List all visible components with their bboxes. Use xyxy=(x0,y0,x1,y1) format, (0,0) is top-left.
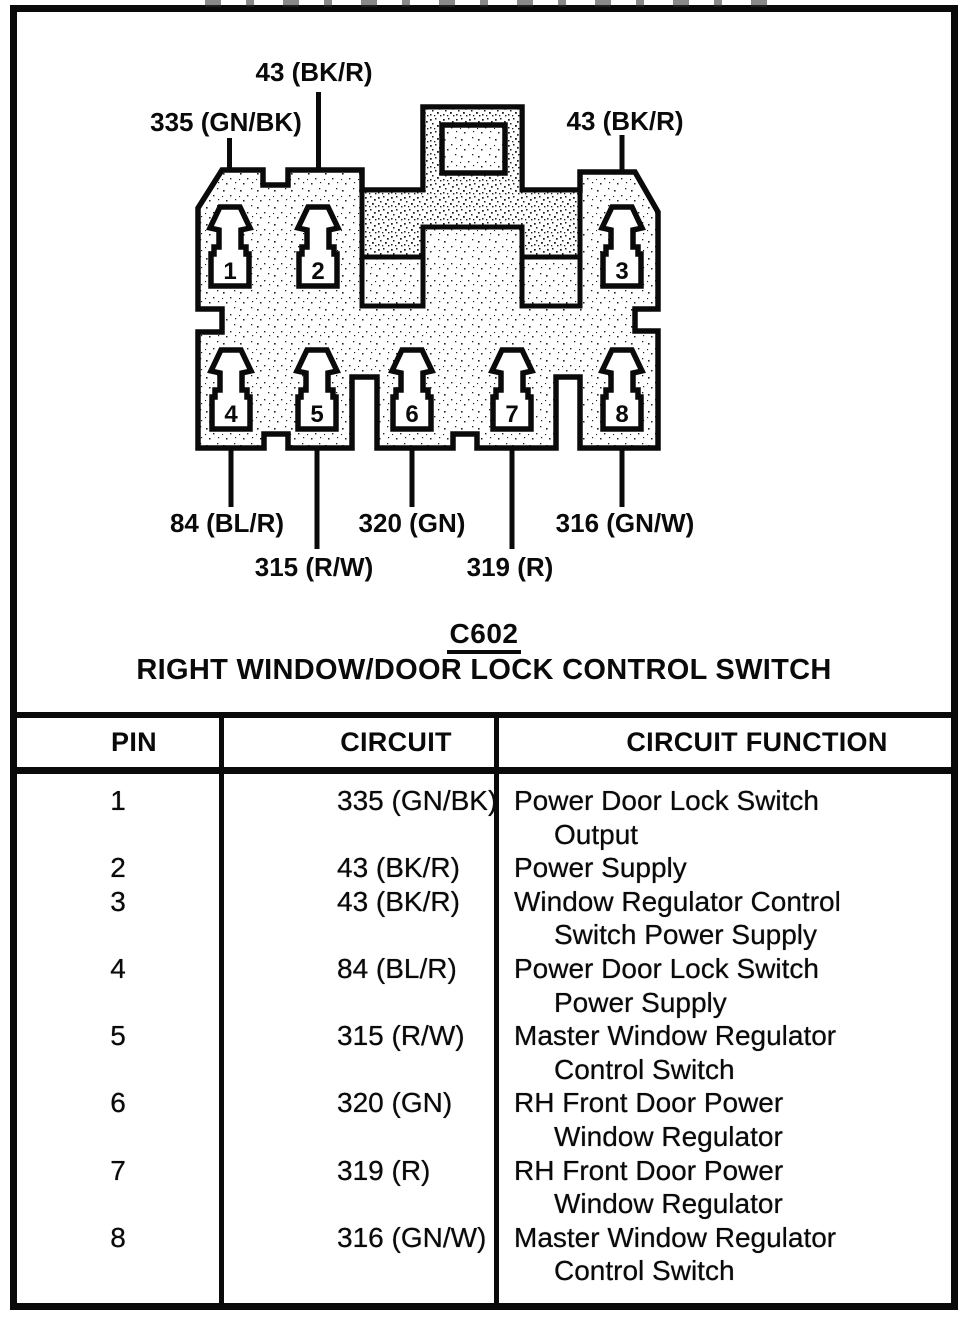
wire-label-pin5: 315 (R/W) xyxy=(255,552,373,582)
pin-number-3: 3 xyxy=(615,258,628,285)
header-function: CIRCUIT FUNCTION xyxy=(626,727,888,757)
row7-function2: Window Regulator xyxy=(554,1188,783,1219)
row2-pin: 2 xyxy=(110,852,126,883)
bridge-right-recess xyxy=(519,254,583,309)
wire-label-pin2: 43 (BK/R) xyxy=(255,57,372,87)
row5-function2: Control Switch xyxy=(554,1054,735,1085)
row8-pin: 8 xyxy=(110,1222,126,1253)
pin-number-5: 5 xyxy=(310,401,323,428)
row8-function2: Control Switch xyxy=(554,1255,735,1286)
connector-id: C602 xyxy=(446,620,522,654)
row8-circuit: 316 (GN/W) xyxy=(337,1222,487,1253)
table-top-border xyxy=(10,712,958,718)
row6-pin: 6 xyxy=(110,1087,126,1118)
pin-number-2: 2 xyxy=(311,258,324,285)
table-column-divider-1 xyxy=(219,712,224,1310)
row1-function2: Output xyxy=(554,819,639,850)
row6-function: RH Front Door Power xyxy=(514,1087,784,1118)
page-border xyxy=(10,5,958,1310)
row5-circuit: 315 (R/W) xyxy=(337,1020,465,1051)
connector-diagram: 1 2 3 4 5 6 7 8 335 (GN/BK) 43 (BK/R) 43… xyxy=(150,57,695,582)
row1-pin: 1 xyxy=(110,785,126,816)
row5-pin: 5 xyxy=(110,1020,126,1051)
pin-number-4: 4 xyxy=(224,401,238,428)
row4-function: Power Door Lock Switch xyxy=(514,953,820,984)
row8-function: Master Window Regulator xyxy=(514,1222,837,1253)
row2-circuit: 43 (BK/R) xyxy=(337,852,460,883)
wire-label-pin1: 335 (GN/BK) xyxy=(150,107,302,137)
row3-function2: Switch Power Supply xyxy=(554,919,818,950)
wire-label-pin7: 319 (R) xyxy=(467,552,554,582)
row2-function: Power Supply xyxy=(514,852,687,883)
row7-circuit: 319 (R) xyxy=(337,1155,431,1186)
row1-circuit: 335 (GN/BK) xyxy=(337,785,498,816)
wire-label-pin4: 84 (BL/R) xyxy=(170,508,284,538)
pin-number-6: 6 xyxy=(405,401,418,428)
row3-function: Window Regulator Control xyxy=(514,886,841,917)
row6-function2: Window Regulator xyxy=(554,1121,783,1152)
row3-pin: 3 xyxy=(110,886,126,917)
connector-id-row: C602 xyxy=(10,620,958,654)
header-circuit: CIRCUIT xyxy=(340,727,452,757)
row4-pin: 4 xyxy=(110,953,126,984)
bridge-left-recess xyxy=(359,254,426,309)
row4-function2: Power Supply xyxy=(554,987,727,1018)
latch-hole xyxy=(439,122,508,176)
header-pin: PIN xyxy=(111,727,157,757)
wire-label-pin3: 43 (BK/R) xyxy=(566,106,683,136)
connector-title: RIGHT WINDOW/DOOR LOCK CONTROL SWITCH xyxy=(136,654,832,686)
pin-number-1: 1 xyxy=(223,258,236,285)
pin-number-8: 8 xyxy=(615,401,628,428)
row4-circuit: 84 (BL/R) xyxy=(337,953,457,984)
pin-number-7: 7 xyxy=(505,401,518,428)
table-header-border xyxy=(10,767,958,774)
table-column-divider-2 xyxy=(494,712,499,1310)
scan-noise-artifact xyxy=(205,0,780,7)
wire-label-pin6: 320 (GN) xyxy=(359,508,466,538)
row6-circuit: 320 (GN) xyxy=(337,1087,453,1118)
row3-circuit: 43 (BK/R) xyxy=(337,886,460,917)
wire-label-pin8: 316 (GN/W) xyxy=(556,508,695,538)
row7-pin: 7 xyxy=(110,1155,126,1186)
row1-function: Power Door Lock Switch xyxy=(514,785,820,816)
row5-function: Master Window Regulator xyxy=(514,1020,837,1051)
row7-function: RH Front Door Power xyxy=(514,1155,784,1186)
